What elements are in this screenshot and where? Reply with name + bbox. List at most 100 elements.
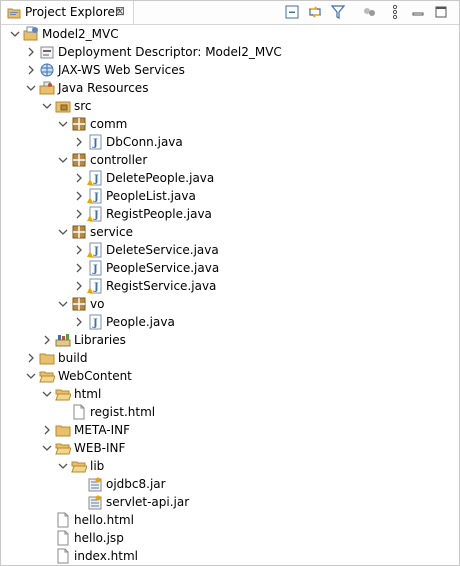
svg-text:J: J [92, 138, 98, 149]
java-icon: J [87, 260, 103, 276]
tree-item[interactable]: hello.html [1, 511, 459, 529]
tree-item-label: service [90, 225, 133, 239]
tree-item[interactable]: ojdbc8.jar [1, 475, 459, 493]
tree-item[interactable]: lib [1, 457, 459, 475]
tree-item[interactable]: J RegistPeople.java [1, 205, 459, 223]
tree-item-label: People.java [106, 315, 175, 329]
package-icon [71, 116, 87, 132]
project-explorer-icon [7, 6, 21, 23]
tree-item-label: RegistService.java [106, 279, 217, 293]
tree-item-label: src [74, 99, 92, 113]
tree-item-label: JAX-WS Web Services [58, 63, 185, 77]
tree-item[interactable]: comm [1, 115, 459, 133]
chevron-right-icon[interactable] [73, 280, 85, 292]
chevron-down-icon[interactable] [41, 442, 53, 454]
maximize-icon[interactable] [433, 4, 449, 20]
tree-item[interactable]: Deployment Descriptor: Model2_MVC [1, 43, 459, 61]
collapse-all-icon[interactable] [284, 4, 300, 20]
chevron-down-icon[interactable] [57, 298, 69, 310]
java-warn-icon: J [87, 278, 103, 294]
file-icon [55, 548, 71, 564]
tree-item-label: ojdbc8.jar [106, 477, 166, 491]
chevron-down-icon[interactable] [25, 370, 37, 382]
tree-item[interactable]: src [1, 97, 459, 115]
tree-item-label: Deployment Descriptor: Model2_MVC [58, 45, 282, 59]
tree-item-label: index.html [74, 549, 138, 563]
svg-text:J: J [92, 264, 98, 275]
tree-item-label: Libraries [74, 333, 126, 347]
chevron-down-icon[interactable] [41, 100, 53, 112]
view-menu-icon[interactable] [387, 4, 403, 20]
chevron-down-icon[interactable] [41, 388, 53, 400]
tree-item[interactable]: Model2_MVC [1, 25, 459, 43]
chevron-right-icon[interactable] [41, 424, 53, 436]
tree-item-label: DeletePeople.java [106, 171, 215, 185]
java-warn-icon: J [87, 242, 103, 258]
package-icon [71, 296, 87, 312]
file-icon [55, 512, 71, 528]
tree-item[interactable]: build [1, 349, 459, 367]
chevron-down-icon[interactable] [9, 28, 21, 40]
tree-item[interactable]: html [1, 385, 459, 403]
tree-item[interactable]: service [1, 223, 459, 241]
folder-icon [39, 350, 55, 366]
link-with-editor-icon[interactable] [307, 4, 323, 20]
chevron-right-icon[interactable] [25, 46, 37, 58]
tree-item[interactable]: WEB-INF [1, 439, 459, 457]
tree-item[interactable]: regist.html [1, 403, 459, 421]
svg-text:J: J [93, 210, 99, 221]
tree-item[interactable]: controller [1, 151, 459, 169]
close-icon[interactable]: ⊠ [115, 4, 126, 18]
folder-open-icon [55, 440, 72, 456]
chevron-right-icon[interactable] [73, 262, 85, 274]
java-warn-icon: J [87, 206, 103, 222]
svg-text:J: J [93, 282, 99, 293]
filter-icon[interactable] [330, 4, 346, 20]
chevron-right-icon[interactable] [73, 190, 85, 202]
chevron-down-icon[interactable] [25, 82, 37, 94]
chevron-right-icon[interactable] [73, 316, 85, 328]
tree-item-label: RegistPeople.java [106, 207, 212, 221]
tree-item-label: comm [90, 117, 128, 131]
tree-item-label: META-INF [74, 423, 131, 437]
chevron-right-icon[interactable] [73, 208, 85, 220]
project-icon [23, 26, 39, 42]
tree-item[interactable]: Libraries [1, 331, 459, 349]
tree-item[interactable]: J RegistService.java [1, 277, 459, 295]
chevron-down-icon[interactable] [57, 154, 69, 166]
folder-open-icon [55, 386, 72, 402]
tree-item[interactable]: index.html [1, 547, 459, 565]
tree-item[interactable]: Java Resources [1, 79, 459, 97]
tree-item[interactable]: WebContent [1, 367, 459, 385]
chevron-right-icon[interactable] [25, 352, 37, 364]
sync-icon[interactable] [361, 4, 377, 20]
chevron-right-icon[interactable] [73, 244, 85, 256]
chevron-right-icon[interactable] [73, 172, 85, 184]
tree-item-label: hello.html [74, 513, 134, 527]
chevron-right-icon[interactable] [73, 136, 85, 148]
chevron-down-icon[interactable] [57, 460, 69, 472]
chevron-right-icon[interactable] [41, 334, 53, 346]
tree-item[interactable]: vo [1, 295, 459, 313]
tree-item[interactable]: JAX-WS Web Services [1, 61, 459, 79]
chevron-right-icon[interactable] [25, 64, 37, 76]
svg-text:J: J [93, 192, 99, 203]
file-icon [55, 530, 71, 546]
tree-item[interactable]: hello.jsp [1, 529, 459, 547]
tree-item[interactable]: META-INF [1, 421, 459, 439]
minimize-icon[interactable] [410, 4, 426, 20]
chevron-down-icon[interactable] [57, 118, 69, 130]
tree-item-label: hello.jsp [74, 531, 124, 545]
tab-project-explorer[interactable]: Project Explorer ⊠ [1, 1, 134, 24]
tree-item-label: Java Resources [58, 81, 149, 95]
webservice-icon [39, 62, 55, 78]
tree-item[interactable]: servlet-api.jar [1, 493, 459, 511]
java-icon: J [87, 134, 103, 150]
chevron-down-icon[interactable] [57, 226, 69, 238]
